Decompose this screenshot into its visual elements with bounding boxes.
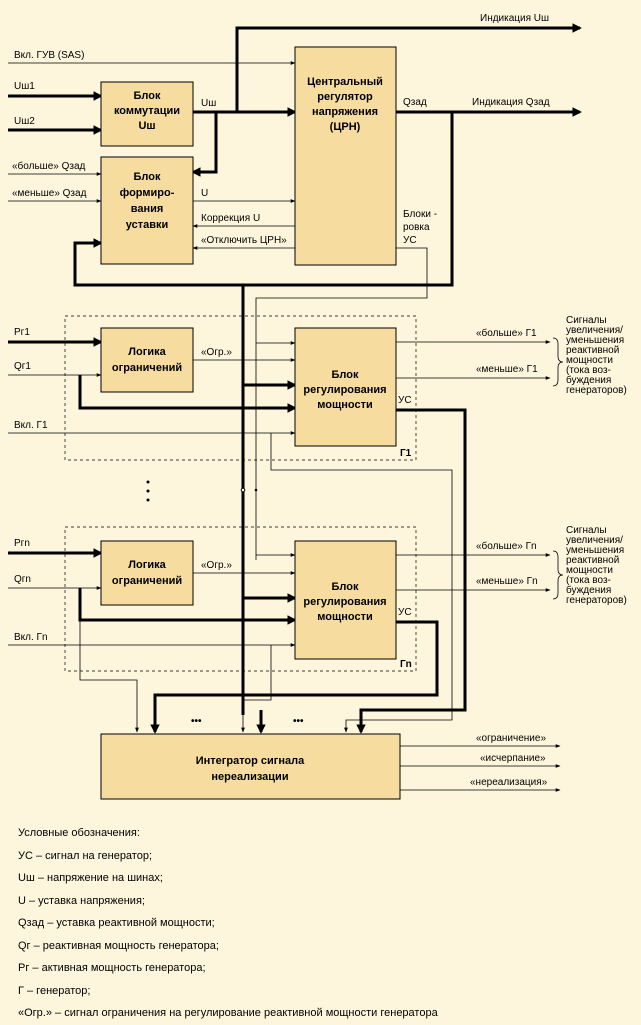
legend-item: Qг – реактивная мощность генератора; bbox=[18, 939, 219, 952]
block-integrator bbox=[100, 733, 401, 800]
label-us-1: УС bbox=[398, 395, 412, 406]
block-formirovaniya bbox=[100, 156, 194, 265]
label-u-sh2: Uш2 bbox=[14, 116, 35, 127]
label-qg1: Qг1 bbox=[14, 361, 31, 372]
label-out-nereal: «нереализация» bbox=[470, 777, 548, 788]
legend-item: «Огр.» – сигнал ограничения на регулиров… bbox=[18, 1007, 438, 1019]
label-ogr-n: «Огр.» bbox=[201, 560, 232, 571]
legend-item: УС – сигнал на генератор; bbox=[18, 849, 153, 862]
label-gn: Гn bbox=[400, 659, 412, 670]
legend-item: Г – генератор; bbox=[18, 984, 91, 997]
label-vkl-g1: Вкл. Г1 bbox=[14, 420, 48, 431]
block-logic-n bbox=[100, 540, 194, 606]
ellipsis-right: ••• bbox=[293, 716, 304, 727]
label-out-isch: «исчерпание» bbox=[480, 753, 546, 764]
legend-item: Uш – напряжение на шинах; bbox=[18, 872, 163, 884]
label-vkl-guv: Вкл. ГУВ (SAS) bbox=[14, 50, 84, 61]
label-menshe-gn: «меньше» Гn bbox=[476, 576, 538, 587]
label-ind-u: Индикация Uш bbox=[480, 13, 549, 24]
label-vkl-gn: Вкл. Гn bbox=[14, 632, 48, 643]
label-q-zad: Qзад bbox=[403, 97, 427, 108]
label-ind-q: Индикация Qзад bbox=[472, 97, 550, 108]
side-note-1: Сигналы увеличения/ уменьшения реактивно… bbox=[566, 315, 627, 396]
block-crn bbox=[294, 46, 397, 266]
generator-group-1 bbox=[64, 315, 417, 461]
legend-item: U – уставка напряжения; bbox=[18, 894, 145, 907]
label-bolshe-gn: «больше» Гn bbox=[476, 540, 537, 552]
legend-item: Qзад – уставка реактивной мощности; bbox=[18, 917, 215, 929]
label-u: U bbox=[201, 188, 208, 199]
block-regul-n bbox=[294, 540, 397, 660]
label-ogr-1: «Огр.» bbox=[201, 347, 232, 358]
label-pgn: Pгn bbox=[14, 538, 30, 549]
legend-item: Pг – активная мощность генератора; bbox=[18, 962, 206, 974]
block-logic-1 bbox=[100, 327, 194, 393]
generator-group-n bbox=[64, 526, 417, 672]
label-us-n: УС bbox=[398, 607, 412, 618]
label-bolshe-g1: «больше» Г1 bbox=[476, 327, 537, 339]
label-pg1: Pг1 bbox=[14, 327, 30, 338]
block-regul-1 bbox=[294, 327, 397, 447]
label-menshe-q: «меньше» Qзад bbox=[12, 188, 87, 199]
label-u-sh1: Uш1 bbox=[14, 81, 35, 92]
label-bolshe-q: «больше» Qзад bbox=[12, 160, 86, 172]
label-out-ogr: «ограничение» bbox=[476, 733, 546, 744]
label-u-sh-out: Uш bbox=[201, 98, 216, 109]
label-g1: Г1 bbox=[400, 448, 412, 459]
label-korr: Коррекция U bbox=[201, 213, 260, 224]
label-qgn: Qгn bbox=[14, 574, 31, 585]
label-otkl: «Отключить ЦРН» bbox=[201, 235, 287, 246]
block-kommutacii bbox=[100, 81, 194, 147]
side-note-n: Сигналы увеличения/ уменьшения реактивно… bbox=[566, 525, 627, 606]
ellipsis-left: ••• bbox=[191, 716, 202, 727]
legend-title: Условные обозначения: bbox=[18, 827, 140, 839]
legend: Условные обозначения: УС – сигнал на ген… bbox=[18, 822, 628, 1025]
label-menshe-g1: «меньше» Г1 bbox=[476, 364, 538, 375]
